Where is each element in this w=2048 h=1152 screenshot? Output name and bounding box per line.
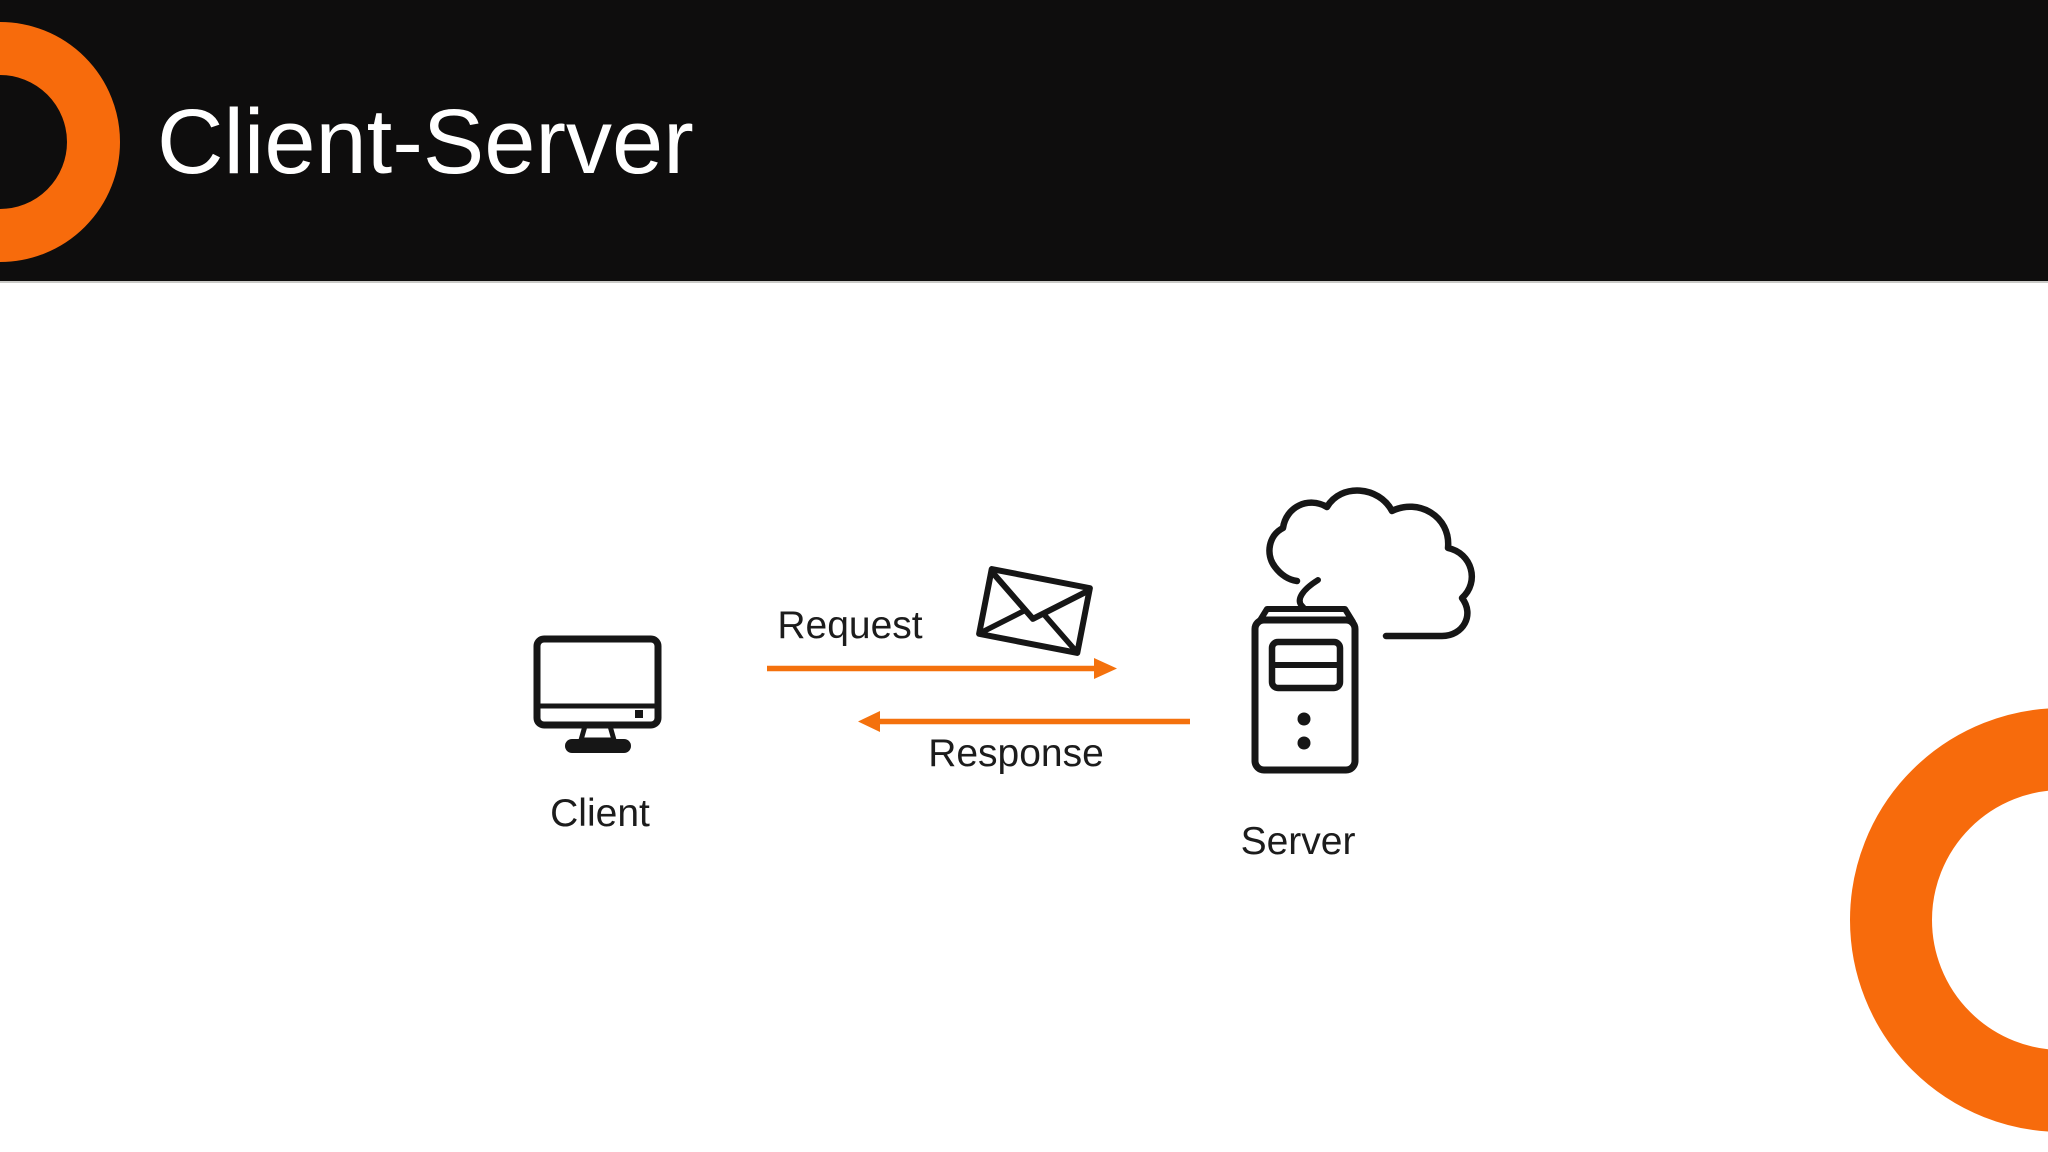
envelope-icon: [976, 566, 1093, 656]
request-arrow-icon: [767, 658, 1117, 679]
slide-header: Client-Server: [0, 0, 2048, 283]
server-tower-icon: [1251, 487, 1475, 774]
monitor-icon: [533, 635, 662, 753]
response-label: Response: [928, 732, 1104, 775]
request-label: Request: [777, 604, 923, 647]
slide-title: Client-Server: [157, 91, 694, 193]
orange-ring-bottom-right-decoration: [1850, 708, 2048, 1132]
server-label: Server: [1240, 820, 1356, 863]
client-label: Client: [550, 792, 650, 835]
orange-ring-top-left-decoration: [0, 22, 120, 262]
response-arrow-icon: [858, 711, 1190, 732]
